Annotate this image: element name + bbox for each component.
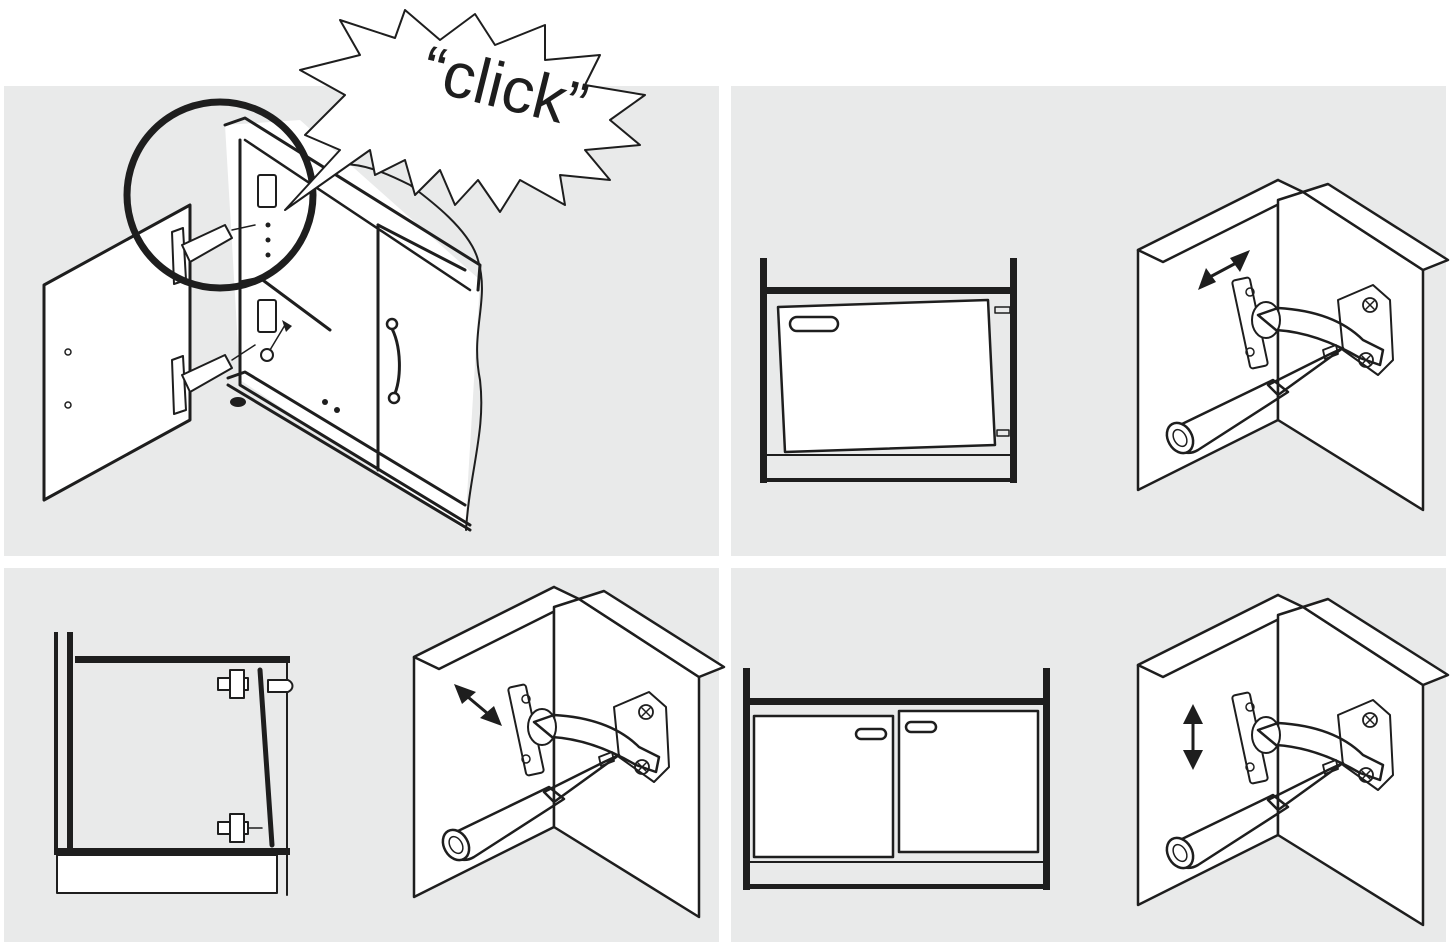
hinge-screwdriver-icon [1138,595,1448,925]
hinge-screwdriver-icon [414,587,724,917]
cabinet-front-view-icon [760,258,1017,483]
hinge-screwdriver-icon [1138,180,1448,510]
two-door-cabinet-icon [743,668,1050,890]
cabinet-top-view-icon [54,632,293,895]
